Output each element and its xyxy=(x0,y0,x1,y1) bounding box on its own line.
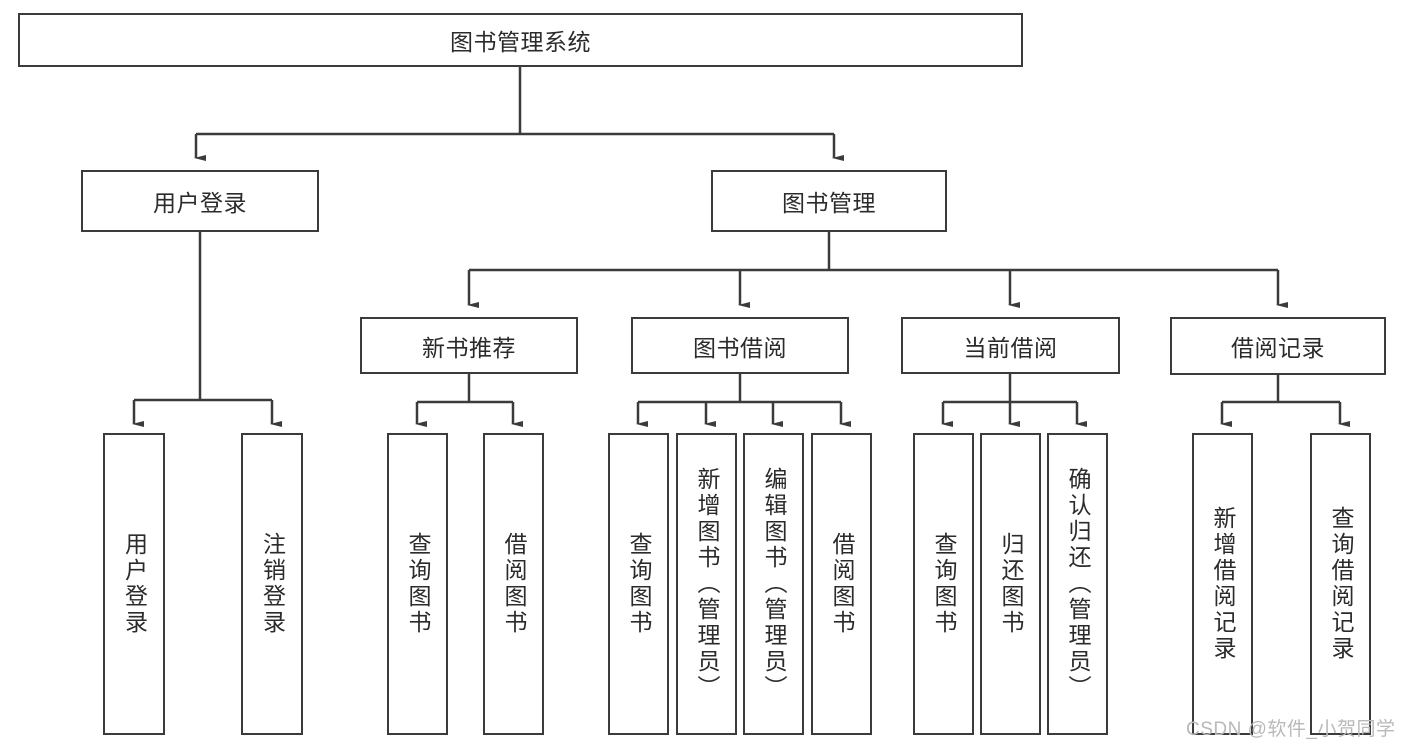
node-label: 查询借阅记录 xyxy=(1328,506,1354,662)
node-label: 借阅图书 xyxy=(829,532,855,636)
leaf-logout[interactable]: 注销登录 xyxy=(241,433,303,735)
leaf-add-book-admin[interactable]: 新增图书（管理员） xyxy=(676,433,737,735)
leaf-user-login[interactable]: 用户登录 xyxy=(103,433,165,735)
leaf-borrow-book[interactable]: 借阅图书 xyxy=(811,433,872,735)
node-label: 查询图书 xyxy=(931,532,957,636)
leaf-query-book-recommend[interactable]: 查询图书 xyxy=(387,433,448,735)
node-label: 当前借阅 xyxy=(963,334,1058,361)
node-label: 图书借阅 xyxy=(693,334,787,361)
node-label: 确认归还（管理员） xyxy=(1065,467,1091,701)
node-borrow-record[interactable]: 借阅记录 xyxy=(1170,317,1386,375)
node-label: 用户登录 xyxy=(121,532,148,636)
csdn-watermark: CSDN @软件_小贺同学 xyxy=(1186,719,1396,740)
node-user-login[interactable]: 用户登录 xyxy=(81,170,319,232)
node-label: 新书推荐 xyxy=(422,334,516,361)
node-label: 新增图书（管理员） xyxy=(694,467,720,701)
node-label: 图书管理 xyxy=(782,190,876,216)
node-label: 编辑图书（管理员） xyxy=(761,467,787,701)
leaf-query-book-current[interactable]: 查询图书 xyxy=(913,433,974,735)
node-label: 图书管理系统 xyxy=(450,29,591,55)
leaf-edit-book-admin[interactable]: 编辑图书（管理员） xyxy=(743,433,804,735)
node-label: 查询图书 xyxy=(626,532,652,636)
leaf-return-book[interactable]: 归还图书 xyxy=(980,433,1041,735)
leaf-query-book-borrow[interactable]: 查询图书 xyxy=(608,433,669,735)
leaf-confirm-return-admin[interactable]: 确认归还（管理员） xyxy=(1047,433,1108,735)
node-label: 用户登录 xyxy=(153,190,247,216)
node-label: 借阅图书 xyxy=(501,532,527,636)
node-root-book-management-system[interactable]: 图书管理系统 xyxy=(18,13,1023,67)
node-book-borrow[interactable]: 图书借阅 xyxy=(631,317,849,374)
node-label: 借阅记录 xyxy=(1231,335,1325,361)
node-book-management[interactable]: 图书管理 xyxy=(711,170,947,232)
node-label: 注销登录 xyxy=(259,532,286,636)
node-label: 查询图书 xyxy=(405,532,431,636)
node-new-book-recommend[interactable]: 新书推荐 xyxy=(360,317,578,374)
leaf-borrow-book-recommend[interactable]: 借阅图书 xyxy=(483,433,544,735)
node-label: 归还图书 xyxy=(998,532,1024,636)
leaf-query-borrow-record[interactable]: 查询借阅记录 xyxy=(1310,433,1371,735)
node-label: 新增借阅记录 xyxy=(1210,506,1236,662)
leaf-add-borrow-record[interactable]: 新增借阅记录 xyxy=(1192,433,1253,735)
node-current-borrow[interactable]: 当前借阅 xyxy=(901,317,1120,374)
